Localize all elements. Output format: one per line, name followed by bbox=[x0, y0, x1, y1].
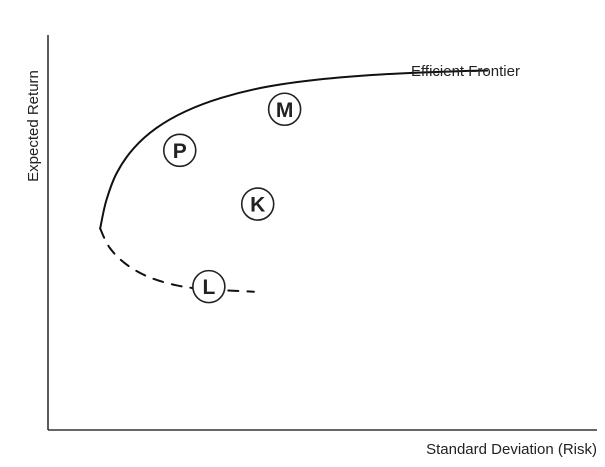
portfolio-point-marker bbox=[162, 133, 197, 168]
portfolio-point-label: P bbox=[173, 140, 187, 163]
axes bbox=[47, 35, 597, 431]
points-layer: M P K L bbox=[162, 92, 302, 304]
series-layer bbox=[99, 69, 489, 293]
portfolio-point-label: L bbox=[202, 276, 215, 299]
portfolio-point-marker bbox=[240, 187, 275, 221]
portfolio-point-k: K bbox=[240, 187, 275, 221]
efficient-frontier-label: Efficient Frontier bbox=[411, 63, 520, 80]
dashed-inefficient-curve bbox=[99, 227, 255, 293]
portfolio-point-label: M bbox=[276, 99, 294, 122]
portfolio-point-marker bbox=[192, 269, 226, 304]
portfolio-point-m: M bbox=[267, 92, 302, 127]
portfolio-point-p: P bbox=[162, 133, 197, 168]
efficient-frontier-curve bbox=[99, 69, 489, 230]
portfolio-point-l: L bbox=[192, 269, 226, 304]
y-axis-title: Expected Return bbox=[25, 70, 42, 182]
x-axis-title: Standard Deviation (Risk) bbox=[426, 441, 597, 458]
portfolio-point-label: K bbox=[250, 194, 265, 217]
portfolio-point-marker bbox=[267, 92, 302, 127]
